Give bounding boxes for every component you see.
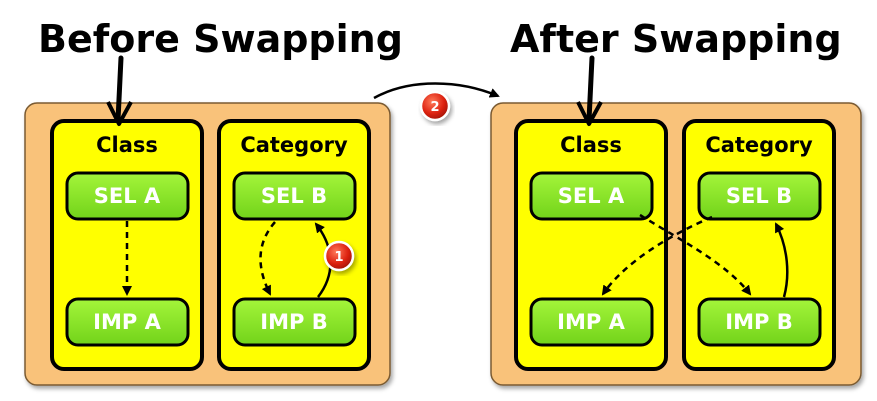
after-heading: After Swapping bbox=[510, 17, 842, 61]
before-sel-b-label: SEL B bbox=[261, 184, 327, 208]
after-imp-b-pill: IMP B bbox=[697, 297, 822, 347]
step-2-badge bbox=[419, 90, 451, 122]
before-class-box: Class SEL A IMP A bbox=[50, 119, 204, 371]
before-class-label: Class bbox=[96, 133, 158, 157]
after-sel-a-label: SEL A bbox=[558, 184, 625, 208]
transition-arrow-group: 2 bbox=[373, 82, 500, 122]
before-sel-a-pill: SEL A bbox=[65, 171, 190, 221]
after-sel-a-pill: SEL A bbox=[529, 171, 654, 221]
after-sel-a-to-imp-b-arrow bbox=[639, 213, 752, 296]
before-heading: Before Swapping bbox=[38, 17, 403, 61]
before-imp-a-label: IMP A bbox=[93, 310, 161, 334]
before-sel-b-to-imp-b-arrow bbox=[259, 221, 276, 296]
before-category-label: Category bbox=[240, 133, 348, 157]
after-class-box: Class SEL A IMP A bbox=[514, 119, 668, 371]
before-category-box: Category SEL B IMP B bbox=[217, 119, 371, 371]
before-pointer-arrow-head bbox=[106, 101, 133, 126]
after-sel-b-label: SEL B bbox=[726, 184, 792, 208]
before-imp-b-pill: IMP B bbox=[232, 297, 357, 347]
after-imp-a-pill: IMP A bbox=[529, 297, 654, 347]
before-sel-a-label: SEL A bbox=[94, 184, 161, 208]
after-imp-b-label: IMP B bbox=[725, 310, 792, 334]
before-imp-a-pill: IMP A bbox=[65, 297, 190, 347]
step-2-label: 2 bbox=[430, 100, 439, 115]
after-sel-b-pill: SEL B bbox=[697, 171, 822, 221]
after-sel-b-to-imp-a-arrow bbox=[601, 215, 713, 296]
step-1-badge: 1 bbox=[323, 240, 355, 272]
transition-arrow bbox=[373, 82, 500, 100]
before-pointer-arrow-shaft bbox=[115, 55, 124, 123]
after-pointer-arrow-head bbox=[576, 101, 603, 126]
after-panel: Class SEL A IMP A Category SEL B IMP B bbox=[490, 55, 862, 386]
step-1-label: 1 bbox=[334, 250, 343, 265]
after-category-label: Category bbox=[705, 133, 813, 157]
after-imp-a-label: IMP A bbox=[557, 310, 625, 334]
after-category-box: Category SEL B IMP B bbox=[682, 119, 836, 371]
before-panel: Class SEL A IMP A Category SEL B IMP B bbox=[24, 55, 391, 386]
before-sel-b-pill: SEL B bbox=[232, 171, 357, 221]
before-imp-b-label: IMP B bbox=[260, 310, 327, 334]
after-imp-b-to-sel-b-arrow bbox=[774, 222, 789, 298]
after-class-label: Class bbox=[560, 133, 622, 157]
after-pointer-arrow-shaft bbox=[586, 55, 595, 123]
